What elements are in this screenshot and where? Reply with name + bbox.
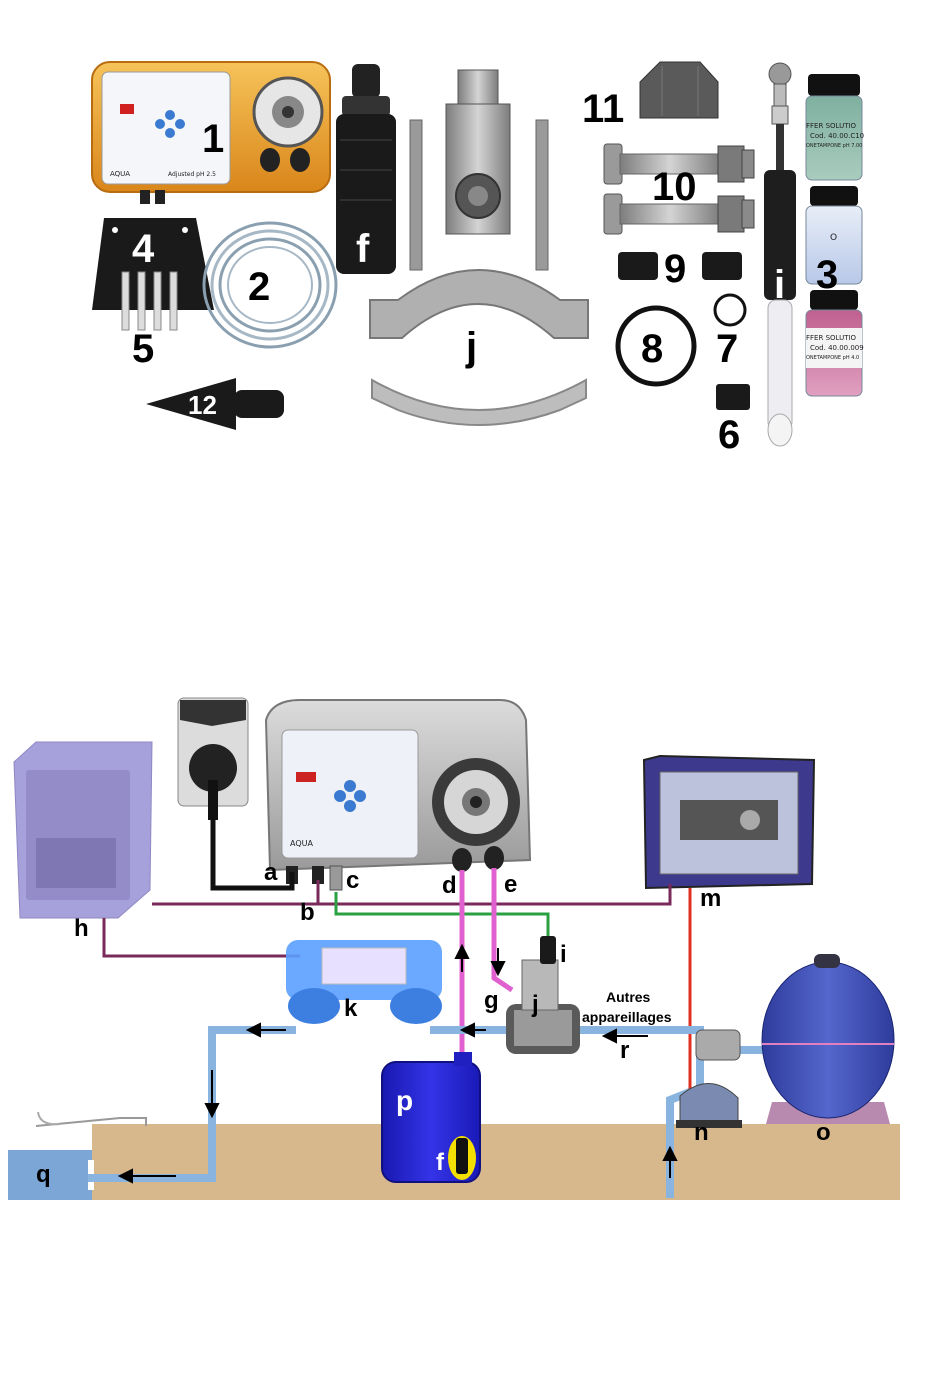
probe-cable bbox=[336, 892, 548, 940]
label-10: 10 bbox=[652, 165, 697, 209]
label-b: b bbox=[300, 899, 315, 926]
label-f: f bbox=[436, 1149, 445, 1176]
bottle1-line2: Cod. 40.00.C10 bbox=[810, 132, 864, 140]
label-7: 7 bbox=[716, 327, 738, 371]
autres-line2: appareillages bbox=[582, 1009, 672, 1025]
label-8: 8 bbox=[641, 327, 663, 371]
label-g: g bbox=[484, 987, 499, 1014]
label-h: h bbox=[74, 915, 89, 942]
m-filtration-control-box bbox=[644, 756, 814, 888]
part-j-saddle: j bbox=[370, 70, 588, 425]
label-11: 11 bbox=[582, 87, 624, 131]
label-e: e bbox=[504, 871, 517, 898]
part-3-buffer-bottles: FFER SOLUTIO Cod. 40.00.C10 ONETAMPONE p… bbox=[806, 74, 864, 396]
part-9-sleeves: 9 bbox=[618, 247, 742, 291]
label-n: n bbox=[694, 1119, 709, 1146]
peristaltic-pump-head bbox=[254, 78, 322, 146]
bottle3-line2: Cod. 40.00.009 bbox=[810, 344, 864, 352]
bottle1-line3: ONETAMPONE pH 7.00 bbox=[806, 143, 862, 149]
pipe-to-filter bbox=[560, 1030, 700, 1090]
part-f-foot-filter: f bbox=[336, 64, 396, 274]
label-i-top: i bbox=[774, 263, 785, 307]
label-a: a bbox=[264, 859, 278, 886]
label-q: q bbox=[36, 1161, 51, 1188]
label-c: c bbox=[346, 867, 359, 894]
diagram-brand: AQUA bbox=[290, 839, 313, 848]
bottle3-line1: FFER SOLUTIO bbox=[806, 334, 857, 342]
buffer-bottle-green: FFER SOLUTIO Cod. 40.00.C10 ONETAMPONE p… bbox=[806, 74, 864, 180]
part-i-probe: i bbox=[764, 63, 796, 446]
label-9: 9 bbox=[664, 247, 686, 291]
label-f-top: f bbox=[356, 227, 370, 271]
part-2-tube-coil: 2 bbox=[204, 223, 336, 347]
part-1-controller: AQUA Adjusted pH 2.5 1 bbox=[92, 62, 330, 204]
label-k: k bbox=[344, 995, 358, 1022]
k-electrolysis-cell bbox=[286, 940, 442, 1024]
n-filtration-pump bbox=[676, 1030, 742, 1128]
pump-head bbox=[432, 758, 520, 846]
label-o: o bbox=[816, 1119, 831, 1146]
label-p: p bbox=[396, 1085, 413, 1116]
label-j-top: j bbox=[465, 325, 477, 369]
bottle2-label: O bbox=[830, 233, 837, 243]
label-r: r bbox=[620, 1037, 629, 1064]
label-m: m bbox=[700, 885, 721, 912]
part-6-sleeve: 6 bbox=[716, 384, 750, 457]
wall-socket bbox=[178, 698, 248, 820]
j-injection-saddle bbox=[506, 936, 580, 1054]
label-j: j bbox=[531, 991, 539, 1018]
part-11-nut: 11 bbox=[582, 62, 718, 131]
part-8-oring: 8 bbox=[618, 308, 694, 384]
label-i: i bbox=[560, 941, 567, 968]
label-3: 3 bbox=[816, 253, 838, 297]
p-chemical-canister bbox=[382, 1052, 480, 1182]
h-k-cable bbox=[104, 918, 300, 956]
bottle3-line3: ONETAMPONE pH 4.0 bbox=[806, 355, 859, 361]
label-2: 2 bbox=[248, 265, 270, 309]
label-12: 12 bbox=[188, 390, 217, 420]
o-sand-filter bbox=[762, 954, 894, 1124]
controller-brand: AQUA bbox=[110, 170, 130, 178]
dosing-pump-controller: AQUA bbox=[266, 700, 530, 890]
h-electrical-cabinet bbox=[14, 742, 152, 918]
label-1: 1 bbox=[202, 117, 224, 161]
controller-model: Adjusted pH 2.5 bbox=[168, 171, 216, 178]
part-10-bolts: 10 bbox=[604, 144, 754, 234]
buffer-bottle-pink: FFER SOLUTIO Cod. 40.00.009 ONETAMPONE p… bbox=[806, 290, 864, 396]
autres-line1: Autres bbox=[606, 989, 651, 1005]
installation-diagram: AQUA bbox=[8, 698, 900, 1200]
label-6: 6 bbox=[718, 413, 740, 457]
label-d: d bbox=[442, 872, 457, 899]
part-12-injector: 12 bbox=[146, 378, 284, 430]
part-7-small-oring: 7 bbox=[715, 295, 745, 371]
parts-kit: AQUA Adjusted pH 2.5 1 f bbox=[92, 62, 864, 457]
label-5: 5 bbox=[132, 327, 154, 371]
part-4-bracket: 4 bbox=[92, 218, 214, 310]
label-4: 4 bbox=[132, 227, 155, 271]
bottle1-line1: FFER SOLUTIO bbox=[806, 122, 857, 130]
